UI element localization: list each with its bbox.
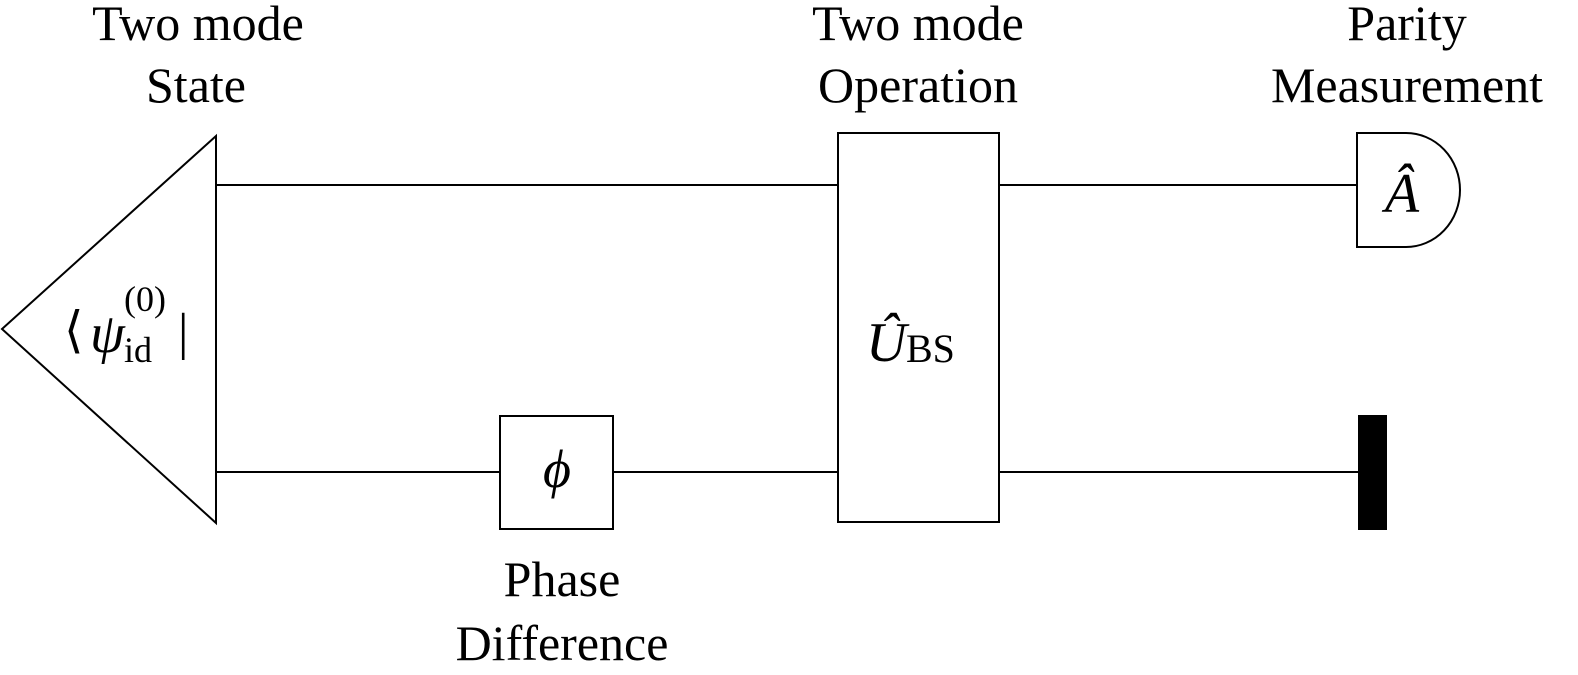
parity-detector xyxy=(1356,132,1461,248)
state-bra-close: | xyxy=(178,304,188,361)
beam-splitter-box xyxy=(837,132,1000,523)
unitary-u: Û xyxy=(866,311,910,374)
phase-label-line1: Phase xyxy=(504,551,621,607)
parity-label-line1: Parity xyxy=(1347,0,1466,51)
state-label-line2: State xyxy=(146,57,246,113)
state-superscript: (0) xyxy=(124,279,166,319)
parity-label-line2: Measurement xyxy=(1271,57,1543,113)
phase-box xyxy=(499,415,614,530)
state-label-line1: Two mode xyxy=(92,0,304,51)
state-subscript: id xyxy=(124,330,152,370)
state-bra-open: ⟨ xyxy=(64,302,84,358)
phase-symbol: ϕ xyxy=(543,439,571,499)
operation-label-line2: Operation xyxy=(818,57,1018,113)
observable-symbol: Â xyxy=(1381,163,1420,225)
unitary-symbol: Û BS xyxy=(866,311,955,374)
beam-dump-block xyxy=(1358,415,1387,530)
state-symbol: ⟨ ψ (0) id | xyxy=(64,279,188,370)
state-psi: ψ xyxy=(90,303,126,365)
operation-label-line1: Two mode xyxy=(812,0,1024,51)
unitary-subscript: BS xyxy=(906,326,955,371)
phase-label-line2: Difference xyxy=(456,615,669,671)
state-triangle xyxy=(0,133,217,526)
